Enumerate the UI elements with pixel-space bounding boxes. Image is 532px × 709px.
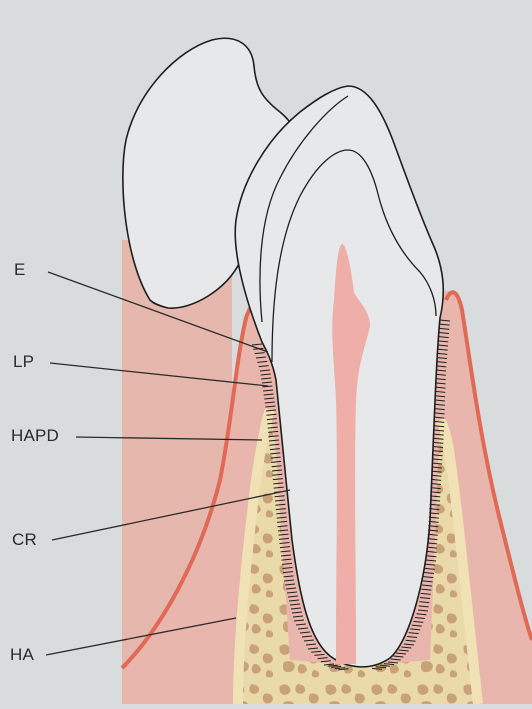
label-lp: LP	[13, 352, 34, 372]
label-ha: HA	[10, 645, 34, 665]
label-cr: CR	[12, 530, 37, 550]
label-hapd: HAPD	[11, 426, 59, 446]
label-e: E	[14, 260, 26, 280]
